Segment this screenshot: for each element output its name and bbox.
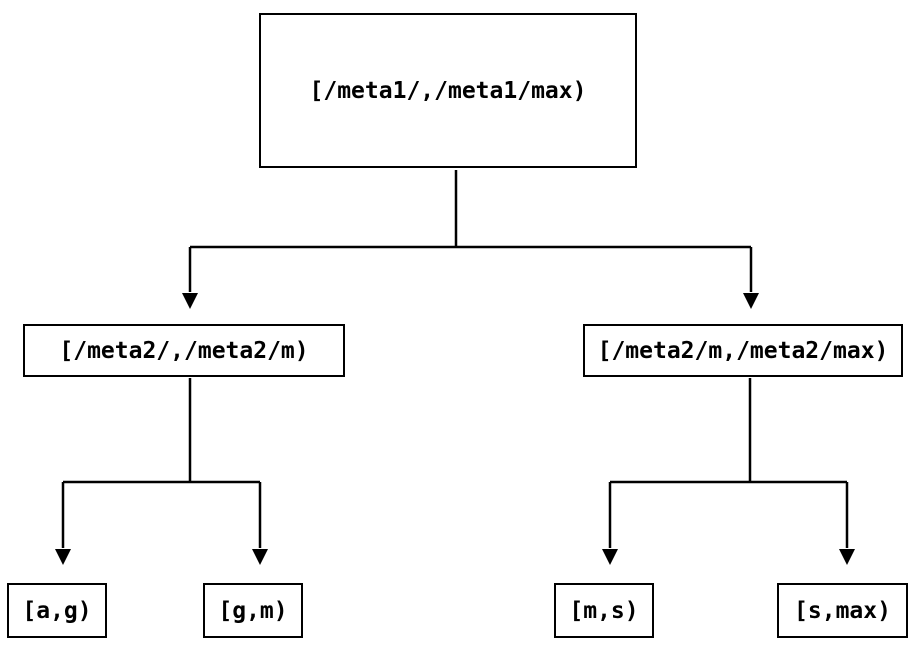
node-leaf-ag: [a,g)	[7, 583, 107, 638]
edge-right-to-leaves	[602, 378, 855, 565]
node-label: [g,m)	[218, 597, 288, 624]
arrowhead-down-icon	[839, 549, 855, 565]
node-leaf-gm: [g,m)	[203, 583, 303, 638]
arrowhead-down-icon	[55, 549, 71, 565]
arrowhead-down-icon	[182, 293, 198, 309]
node-label: [/meta1/,/meta1/max)	[309, 77, 587, 104]
node-right-range: [/meta2/m,/meta2/max)	[583, 324, 903, 377]
node-left-range: [/meta2/,/meta2/m)	[23, 324, 345, 377]
node-root-range: [/meta1/,/meta1/max)	[259, 13, 637, 168]
arrowhead-down-icon	[602, 549, 618, 565]
edge-root-to-level2	[182, 170, 759, 309]
arrowhead-down-icon	[252, 549, 268, 565]
node-label: [/meta2/,/meta2/m)	[59, 337, 309, 364]
edge-left-to-leaves	[55, 378, 268, 565]
node-leaf-smax: [s,max)	[777, 583, 908, 638]
node-leaf-ms: [m,s)	[554, 583, 654, 638]
node-label: [a,g)	[22, 597, 92, 624]
node-label: [s,max)	[794, 597, 891, 624]
node-label: [/meta2/m,/meta2/max)	[597, 337, 889, 364]
node-label: [m,s)	[569, 597, 639, 624]
arrowhead-down-icon	[743, 293, 759, 309]
